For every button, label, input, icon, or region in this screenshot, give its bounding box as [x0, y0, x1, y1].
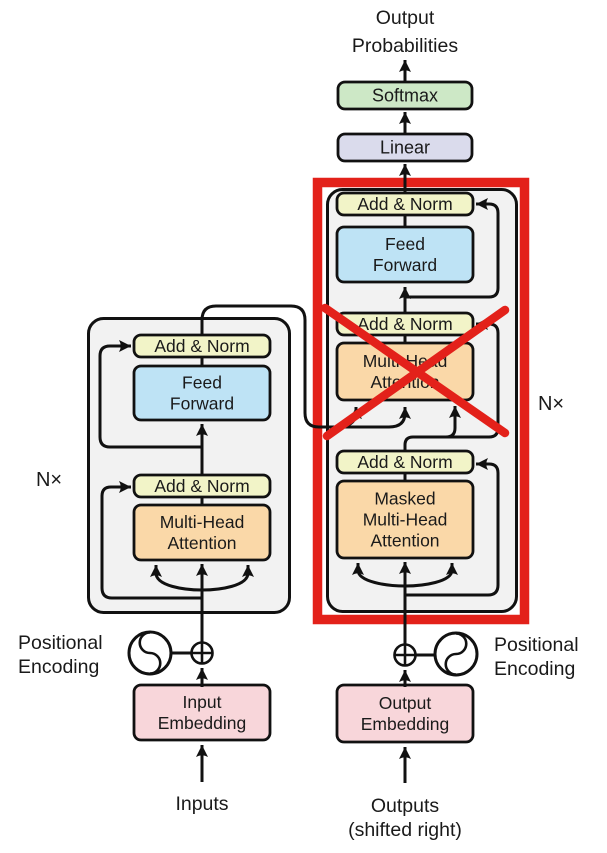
arrow-encoder-attention-right: [201, 565, 254, 592]
right-positional-encoding-symbol: [393, 631, 479, 677]
left-positional-encoding-label-line1: Positional: [18, 632, 103, 654]
arrow-encoder-attention-left: [150, 565, 203, 592]
input-embedding-label-line1: Input: [183, 692, 222, 712]
output-probabilities-label-line1: Output: [376, 7, 435, 29]
masked-attention-label-line2: Multi-Head: [363, 510, 448, 530]
encoder-add-norm-1-label: Add & Norm: [154, 476, 249, 496]
connector-wires: [98, 60, 500, 783]
wire-decoder-ff-residual: [405, 198, 500, 299]
output-embedding-label-line2: Embedding: [361, 714, 450, 734]
red-highlight-rect: [312, 177, 530, 625]
encoder-feed-forward-label-line2: Forward: [170, 394, 234, 414]
decoder-feed-forward-label-line1: Feed: [385, 234, 425, 254]
masked-attention-label-line1: Masked: [374, 489, 435, 509]
encoder-add-norm-2-label: Add & Norm: [154, 336, 249, 356]
left-sine-wave-icon: [138, 631, 162, 675]
left-positional-encoding-label-line2: Encoding: [18, 656, 99, 678]
wire-encoder-attention-residual: [100, 481, 202, 600]
red-cross-line-2: [322, 305, 510, 441]
right-positional-encoding-label-line1: Positional: [494, 634, 579, 656]
right-positional-encoding-label-line2: Encoding: [494, 658, 575, 680]
arrow-masked-attention-left: [352, 563, 406, 588]
decoder-feed-forward-label-line2: Forward: [373, 255, 437, 275]
wire-encoder-ff-residual: [98, 340, 202, 449]
red-cross-annotation: [320, 303, 510, 441]
decoder-add-norm-1-label: Add & Norm: [357, 452, 452, 472]
left-positional-encoding-symbol: [127, 630, 214, 676]
wire-masked-attention-residual: [405, 458, 500, 597]
outputs-label-line1: Outputs: [371, 795, 440, 817]
wire-encoder-output-to-cross-attention: [200, 304, 411, 429]
encoder-n-times-label: N×: [36, 469, 62, 491]
linear-label: Linear: [380, 138, 430, 158]
encoder-feed-forward-label-line1: Feed: [182, 373, 222, 393]
decoder-add-norm-2-label: Add & Norm: [357, 314, 452, 334]
outputs-label-line2: (shifted right): [348, 819, 462, 841]
decoder-n-times-label: N×: [538, 393, 564, 415]
encoder-stack-container: [87, 317, 291, 614]
right-sine-wave-icon: [444, 632, 468, 676]
wire-cross-attention-residual: [432, 318, 500, 439]
output-embedding-label-line1: Output: [379, 693, 432, 713]
encoder-self-attention-label-line1: Multi-Head: [160, 512, 245, 532]
encoder-self-attention-label-line2: Attention: [167, 533, 236, 553]
left-plus-icon: [191, 642, 213, 664]
masked-attention-label-line3: Attention: [370, 531, 439, 551]
output-probabilities-label-line2: Probabilities: [352, 35, 458, 57]
arrow-masked-attention-right: [404, 563, 458, 588]
input-embedding-label-line2: Embedding: [158, 713, 247, 733]
softmax-label: Softmax: [372, 86, 438, 106]
decoder-add-norm-3-label: Add & Norm: [357, 194, 452, 214]
right-plus-icon: [394, 644, 416, 666]
inputs-label: Inputs: [175, 793, 228, 815]
wire-decoder-query-to-cross-attention: [403, 406, 461, 451]
